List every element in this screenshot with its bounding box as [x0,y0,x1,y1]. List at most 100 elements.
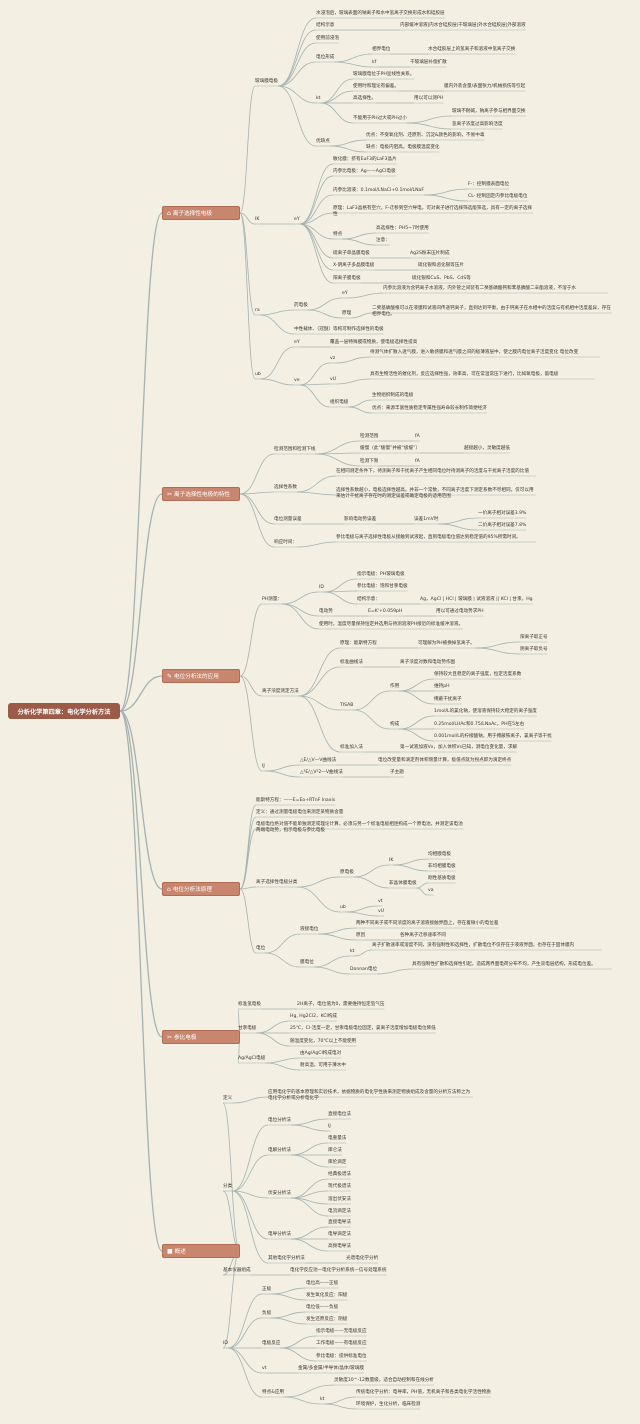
topic-node[interactable]: 响应时间： [274,540,297,545]
topic-node[interactable]: 参比电极与离子选择性电极从接触到试液起，直到电极电位值达到稳定值的95%所需时间… [336,535,521,540]
topic-node[interactable]: Donnan电位 [350,967,378,972]
topic-node[interactable]: 原理：能斯特方程 [340,641,377,646]
topic-node[interactable]: 具有强制性扩散和选择性引起，造成两界面电荷分布不均，产生双电层结构，形成电位差。 [412,962,596,967]
topic-node[interactable]: CL-:控制固定内参比电极电位 [468,194,528,199]
topic-node[interactable]: ID [319,585,324,590]
topic-node[interactable]: 电位 [256,946,266,951]
topic-node[interactable]: 生物组织制成的电极 [372,393,414,398]
topic-node[interactable]: 敏化膜：挤有EuF3的LaF3晶片 [333,157,397,162]
topic-node[interactable]: 非均相膜电极 [428,864,456,869]
branch-3[interactable]: ⌂电位分析法原理 [162,882,240,896]
topic-node[interactable]: eY [294,217,300,222]
topic-node[interactable]: 溶出伏安法 [328,1197,351,1202]
topic-node[interactable]: 离子浓度对数和电动势作图 [400,660,456,665]
topic-node[interactable]: 缺点：电极内阻高，电极膜温度变化 [366,145,440,150]
topic-node[interactable]: ve [294,378,300,383]
topic-node[interactable]: 待测气体扩散入透气膜，进入敏感膜和透气膜之间的极薄液层中，使之膜内电位离子活度变… [370,350,579,355]
topic-node[interactable]: 应用电化学的基本原理和实验技术，依据物质的电化学性质来测定物质组成及含量的分析方… [268,1090,471,1101]
topic-node[interactable]: 组织电极 [330,400,349,405]
topic-node[interactable]: 指示电极——无电极反应 [316,1329,367,1334]
topic-node[interactable]: Hg, Hg2Cl2，KCl构成 [290,1014,338,1019]
topic-node[interactable]: 硫化银和CuS、PbS、CdS等 [412,276,471,281]
topic-node[interactable]: vz [330,356,336,361]
topic-node[interactable]: 传统电化学分析：电导率，PH值，无机离子和各类电化学活性物质 [356,1390,491,1395]
topic-node[interactable]: 0.001mol/L的柠檬酸钠，用于掩蔽铁离子，氯离子等干扰 [434,734,552,739]
topic-node[interactable]: fA [415,459,420,464]
topic-node[interactable]: Ag/AgCl电极 [238,1056,266,1061]
topic-node[interactable]: IK [255,217,260,222]
topic-node[interactable]: 选择性系数 [274,485,297,490]
topic-node[interactable]: 定义 [223,1096,233,1101]
topic-node[interactable]: 1mol/L的氯化钠，使溶液保持较大稳定的离子强度 [434,709,537,714]
topic-node[interactable]: 电导滴定法 [328,1232,351,1237]
topic-node[interactable]: 使用前浸泡 [316,36,339,41]
topic-node[interactable]: 参比电极：提供标准电位 [316,1354,367,1359]
topic-node[interactable]: 电位高——正极 [306,1281,339,1286]
topic-node[interactable]: IJ [262,764,265,769]
topic-node[interactable]: 电位分析法 [268,1118,291,1123]
topic-node[interactable]: X-阴离子多晶膜电极 [333,263,375,268]
topic-node[interactable]: 影响电动势误差 [344,517,377,522]
topic-node[interactable]: 高频电导法 [328,1244,351,1249]
topic-node[interactable]: Ag2S粉末压片制成 [410,251,450,256]
topic-node[interactable]: 阴离子取负号 [520,647,548,652]
topic-node[interactable]: 离子扩散速率或溶度不同，没有强制性和选择性，扩散电位不仅存在于液液界面，也存在于… [372,943,575,948]
topic-node[interactable]: 环境保护，生化分析，临床检测 [356,1402,421,1407]
topic-node[interactable]: 0.25mol/LHAc和0.75/LNaAc，PH在5左右 [434,722,525,727]
topic-node[interactable]: 参比电极：饱和甘汞电极 [357,584,408,589]
topic-node[interactable]: 电位测量误差 [274,517,302,522]
topic-node[interactable]: 光谱电化学分析 [346,1256,379,1261]
topic-node[interactable]: 直接电导法 [328,1220,351,1225]
topic-node[interactable]: 二价离子相对误差7.8% [478,523,527,528]
topic-node[interactable]: 原电极 [340,870,354,875]
topic-node[interactable]: 子主题 [390,770,404,775]
topic-node[interactable]: 保持较大且稳定的离子强度，恒定活度系数 [434,672,522,677]
topic-node[interactable]: 注意： [376,238,390,243]
topic-node[interactable]: 维持pH [434,684,450,689]
topic-node[interactable]: 用以可通过电动势求PH [436,609,484,614]
topic-node[interactable]: ID [223,1341,228,1346]
topic-node[interactable]: 相界电位 [372,47,391,52]
topic-node[interactable]: 检测范围和检测下线 [274,447,316,452]
topic-node[interactable]: 发生氧化反应：阳极 [306,1293,348,1298]
topic-node[interactable]: 电动势 [319,609,333,614]
topic-node[interactable]: 掩蔽干扰离子 [434,697,462,702]
topic-node[interactable]: fA [415,434,420,439]
topic-node[interactable]: 内参比溶液：0.1mol/LNaCl+0.1mol/LNaF [333,188,424,193]
topic-node[interactable]: 优点：来源丰富性质稳定专属性强寿命较长制作简便经济 [372,406,487,411]
topic-node[interactable]: 电解分析法 [268,1148,291,1153]
topic-node[interactable]: 基本仪器组成 [223,1268,251,1273]
topic-node[interactable]: ra [255,308,260,313]
topic-node[interactable]: 结构示意： [357,597,380,602]
topic-node[interactable]: 一价离子相对误差3.9% [478,511,527,516]
topic-node[interactable]: 原理 [342,311,352,316]
topic-node[interactable]: 膜内外装含量/表面张力/机械损伤等引起 [444,84,526,89]
topic-node[interactable]: 其他电化学分析法 [268,1256,305,1261]
topic-node[interactable]: △²E/△V²2—V曲线法 [300,770,343,775]
topic-node[interactable]: 使用时，温度尽量保持恒定并选用与待测溶液PH接近的标准缓冲溶液。 [319,622,464,627]
topic-node[interactable]: vU [378,909,385,914]
topic-node[interactable]: 阳离子取正号 [520,635,548,640]
topic-node[interactable]: kt [350,949,355,954]
topic-node[interactable]: 能斯特方程：——E=Eo+RTnF lnaxis [256,798,336,803]
topic-node[interactable]: 检测下限 [360,459,379,464]
topic-node[interactable]: 越接越小，灵敏度越低 [464,446,510,451]
topic-node[interactable]: eY [294,340,300,345]
topic-node[interactable]: 25℃，Cl-活度一定，甘汞电极电位固定，氯离子活度增加电极电位降低 [290,1026,436,1031]
topic-node[interactable]: 电流滴定法 [328,1209,351,1214]
branch-2[interactable]: ✎电位分析法的应用 [162,669,240,683]
branch-4[interactable]: ✂参比电极 [162,1030,240,1044]
topic-node[interactable]: 电位改变量和滴定剂体积增量计算，极值点就为拐点即为滴定终点 [378,758,512,763]
topic-node[interactable]: 现代极谱法 [328,1184,351,1189]
topic-node[interactable]: IJ [328,1124,331,1129]
topic-node[interactable]: 具有生物活性的催化剂，反应选择性强，效率高，可在常温常压下进行，比如氧电极，氨电… [370,372,559,377]
topic-node[interactable]: 均相膜电极 [428,852,451,857]
topic-node[interactable]: 电化学反应池—电化学分析系统—信号处理系统 [290,1268,387,1273]
topic-node[interactable]: 特点&应用 [262,1390,284,1395]
topic-node[interactable]: 优缺点 [316,139,330,144]
topic-node[interactable]: kt [320,1397,325,1402]
topic-node[interactable]: vU [330,377,337,382]
topic-node[interactable]: 玻璃膜电位于PH呈线性关系。 [353,72,415,77]
topic-node[interactable]: 电重量法 [328,1136,347,1141]
topic-node[interactable]: E=K'+0.059pH [368,609,403,614]
